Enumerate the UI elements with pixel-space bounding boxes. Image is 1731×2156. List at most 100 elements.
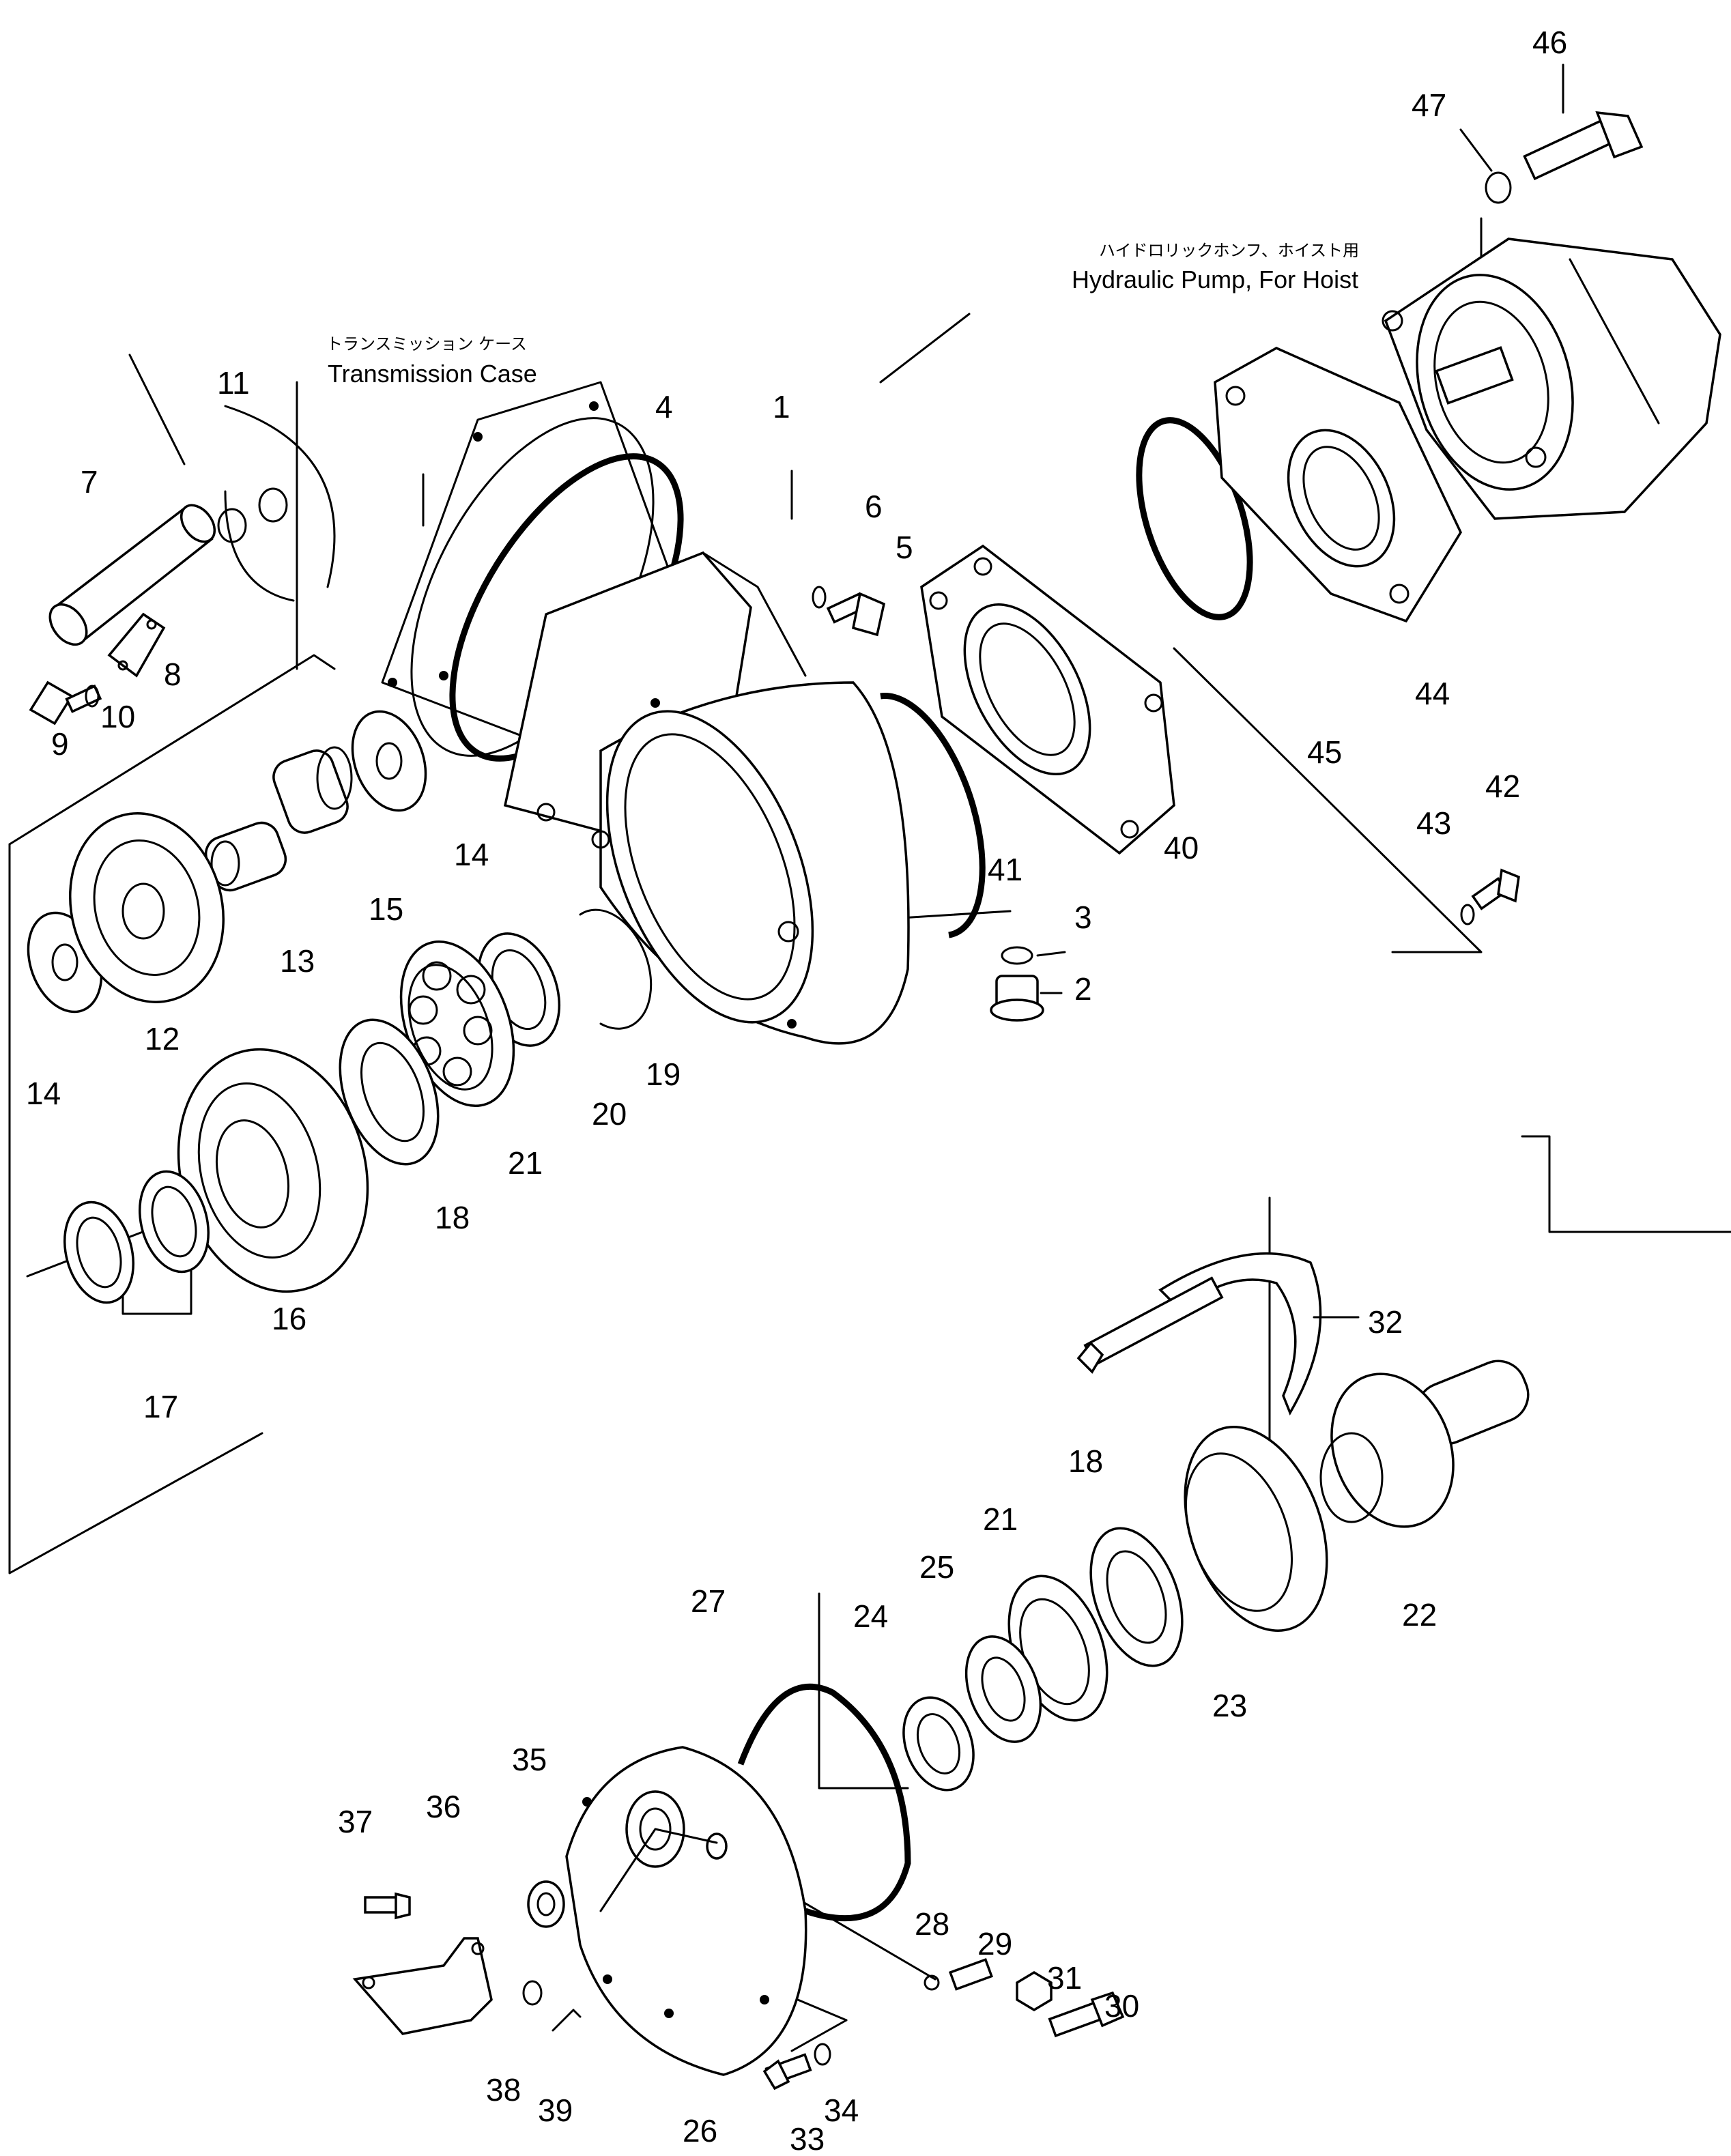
part-label: 16 [272, 1301, 306, 1336]
part-label: 14 [26, 1076, 61, 1111]
pump-annotation-en: Hydraulic Pump, For Hoist [1072, 265, 1358, 293]
part-label: 13 [280, 943, 315, 979]
part-label: 5 [896, 530, 913, 565]
thrust-washer-14a [351, 710, 427, 812]
part-label: 24 [853, 1598, 888, 1634]
part-label: 18 [435, 1200, 470, 1235]
part-labels: 46 47 11 4 1 7 6 5 8 9 10 44 45 42 43 14… [26, 25, 1567, 2156]
gear-16 [177, 1048, 369, 1293]
washer-6 [812, 586, 827, 609]
needle-bearings-17 [63, 1170, 210, 1304]
plug-2 [990, 975, 1044, 1022]
bolt-9 [29, 680, 102, 725]
part-label: 1 [773, 389, 790, 425]
part-label: 17 [143, 1389, 178, 1424]
lock-washer-25 [964, 1635, 1042, 1743]
bolt-30 [1048, 1991, 1125, 2038]
lever-36 [352, 1937, 493, 2035]
bushing-35 [527, 1880, 565, 1928]
part-label: 43 [1416, 805, 1451, 841]
bolt-37 [364, 1892, 411, 1920]
label-leaders [1036, 63, 1564, 1319]
bolt-42 [1471, 868, 1520, 910]
part-label: 15 [369, 891, 403, 927]
part-label: 36 [426, 1789, 461, 1824]
part-label: 41 [988, 852, 1022, 887]
housing-1 [503, 551, 910, 1045]
part-label: 35 [512, 1742, 547, 1777]
spring-29 [948, 1957, 994, 1991]
part-label: 7 [81, 464, 98, 500]
part-label: 4 [655, 389, 673, 425]
part-label: 21 [508, 1145, 543, 1181]
part-label: 47 [1412, 87, 1446, 123]
ball-28 [924, 1974, 940, 1991]
o-ring-27 [737, 1683, 911, 1922]
cotter-pin-39 [552, 2009, 582, 2032]
part-label: 28 [915, 1906, 949, 1942]
part-label: 27 [691, 1583, 726, 1619]
pinion-shaft-22 [1319, 1360, 1530, 1528]
part-label: 9 [51, 726, 69, 762]
bolt-33 [762, 2053, 812, 2090]
part-label: 10 [100, 699, 135, 734]
part-label: 42 [1485, 768, 1520, 804]
washer-38 [522, 1980, 543, 2006]
washer-10 [85, 685, 100, 708]
spacer-18a [339, 1018, 440, 1166]
bolt-5 [826, 592, 886, 637]
adapter-plate-40 [920, 544, 1175, 855]
shift-fork-32 [1076, 1252, 1322, 1415]
o-rings-11 [217, 487, 288, 543]
washer-34 [814, 2043, 831, 2066]
part-label: 30 [1104, 1988, 1139, 2024]
washer-43 [1460, 904, 1475, 925]
case-annotation-en: Transmission Case [328, 360, 537, 388]
o-ring-3 [1001, 946, 1033, 965]
shaft-7 [48, 504, 216, 646]
part-label: 19 [646, 1057, 681, 1092]
part-label: 40 [1164, 830, 1199, 865]
part-label: 25 [919, 1549, 954, 1585]
part-label: 29 [977, 1926, 1012, 1961]
bolt-46 [1523, 111, 1644, 181]
part-label: 23 [1212, 1688, 1247, 1723]
nut-31 [1016, 1970, 1053, 2012]
lock-nut-24 [902, 1696, 975, 1792]
part-label: 22 [1402, 1597, 1437, 1633]
part-label: 32 [1368, 1304, 1403, 1340]
part-label: 6 [865, 489, 883, 524]
part-label: 26 [683, 2113, 717, 2148]
part-label: 11 [217, 365, 250, 401]
part-label: 31 [1047, 1960, 1082, 1996]
part-label: 38 [486, 2072, 521, 2108]
flange-plate-44 [1214, 347, 1462, 623]
cover-26 [565, 1746, 807, 2076]
part-label: 20 [592, 1096, 627, 1132]
lock-plate-8 [107, 612, 166, 678]
gear-12 [68, 812, 225, 1003]
spacer-18b [1089, 1527, 1184, 1667]
hydraulic-pump [1382, 238, 1721, 520]
clutch-hub-23 [1184, 1426, 1328, 1632]
o-ring-45 [1136, 417, 1253, 620]
part-label: 14 [454, 837, 489, 872]
part-label: 45 [1307, 734, 1342, 770]
bushing-13 [204, 821, 287, 892]
part-label: 18 [1068, 1443, 1103, 1479]
washer-47 [1485, 171, 1512, 204]
part-label: 21 [983, 1501, 1018, 1537]
snap-ring-41 [880, 693, 986, 938]
part-label: 34 [824, 2093, 859, 2128]
case-annotation-jp: トランスミッション ケース [326, 334, 527, 354]
part-label: 46 [1532, 25, 1567, 60]
part-label: 8 [164, 657, 182, 692]
part-label: 2 [1074, 971, 1092, 1007]
part-label: 39 [538, 2093, 573, 2128]
part-label: 12 [145, 1021, 180, 1057]
cover-plate [224, 405, 336, 602]
snap-ring-19 [579, 908, 653, 1030]
part-label: 3 [1074, 900, 1092, 935]
part-label: 44 [1415, 676, 1450, 711]
